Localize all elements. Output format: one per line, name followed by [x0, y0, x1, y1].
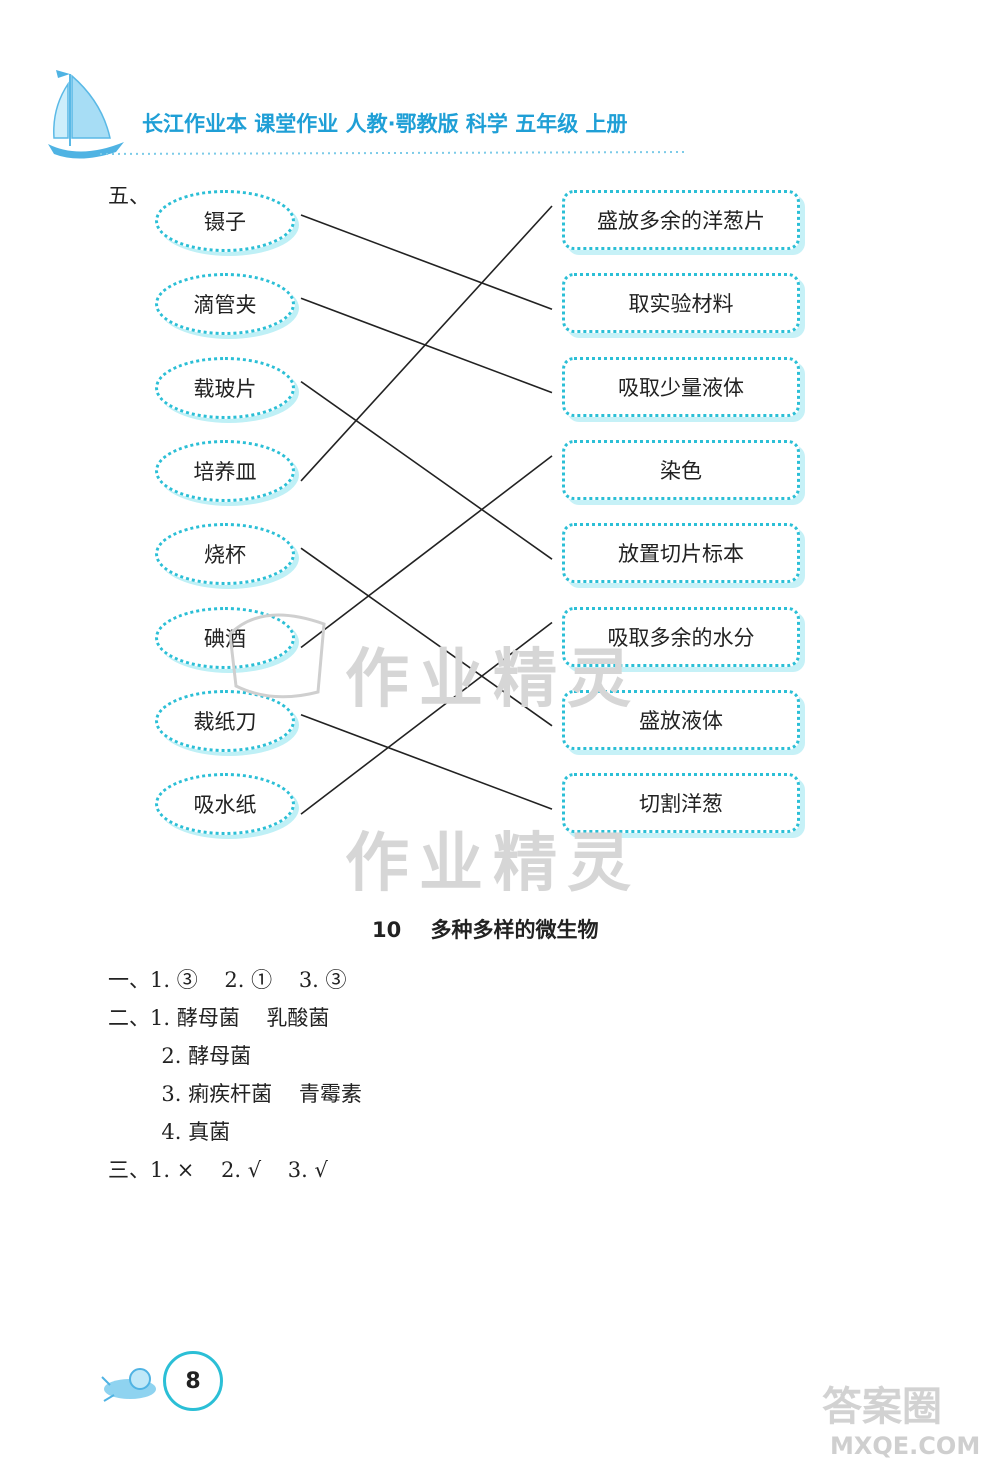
right-item: 吸取少量液体: [562, 356, 800, 417]
header-divider: [99, 144, 692, 163]
left-item: 裁纸刀: [155, 689, 295, 752]
boat-logo-icon: [40, 68, 130, 168]
right-item: 吸取多余的水分: [562, 606, 800, 667]
left-item: 滴管夹: [155, 273, 295, 336]
match-line: [300, 455, 553, 649]
left-item: 碘酒: [155, 606, 295, 669]
site-logo: 答案圈: [822, 1380, 972, 1434]
right-item: 切割洋葱: [562, 773, 800, 834]
left-item: 载玻片: [155, 356, 295, 419]
match-line: [300, 297, 553, 394]
match-line: [300, 380, 553, 560]
right-item: 放置切片标本: [562, 523, 800, 584]
answer-line: 4. 真菌: [108, 1120, 231, 1144]
right-item: 染色: [562, 439, 800, 500]
section-label-five: 五、: [108, 184, 150, 208]
match-line: [300, 205, 553, 482]
chapter-title: 10 多种多样的微生物: [372, 918, 599, 942]
right-item: 取实验材料: [562, 273, 800, 334]
left-item: 烧杯: [155, 523, 295, 586]
page-number: 8: [163, 1351, 223, 1411]
watermark-text: 作业精灵: [345, 827, 641, 901]
right-item: 盛放多余的洋葱片: [562, 190, 800, 250]
answer-line: 3. 痢疾杆菌 青霉素: [108, 1082, 362, 1106]
watermark-text: 作业精灵: [345, 643, 641, 717]
answer-line: 一、1. ③ 2. ① 3. ③: [108, 968, 347, 992]
left-item: 培养皿: [155, 439, 295, 502]
left-item: 吸水纸: [155, 773, 295, 836]
answer-line: 三、1. × 2. √ 3. √: [108, 1158, 328, 1182]
match-line: [300, 714, 553, 810]
mascot-icon: [100, 1355, 164, 1415]
svg-text:答案圈: 答案圈: [822, 1384, 942, 1430]
match-line: [300, 214, 553, 311]
right-item: 盛放液体: [562, 689, 800, 750]
answer-line: 二、1. 酵母菌 乳酸菌: [108, 1006, 330, 1030]
site-url: MXQE.COM: [830, 1432, 981, 1460]
header-title: 长江作业本 课堂作业 人教·鄂教版 科学 五年级 上册: [142, 112, 628, 136]
watermark-stamp: [222, 604, 332, 708]
left-item: 镊子: [155, 190, 295, 252]
answer-line: 2. 酵母菌: [108, 1044, 252, 1068]
